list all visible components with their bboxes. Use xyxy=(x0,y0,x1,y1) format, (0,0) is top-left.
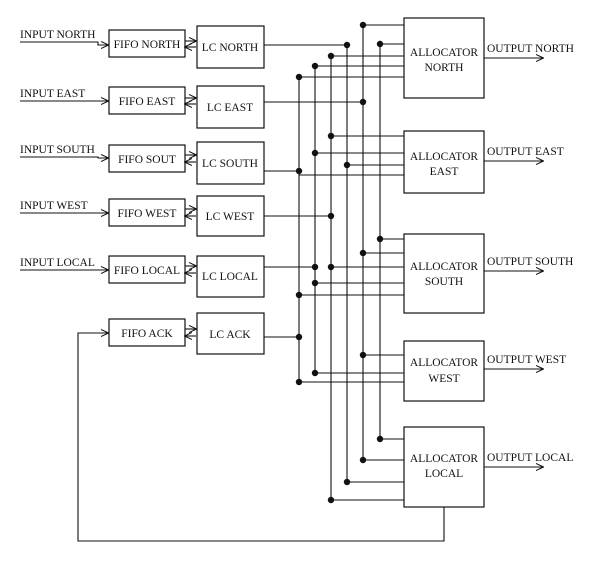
fifo-lc-links xyxy=(185,41,196,336)
input-local-label: INPUT LOCAL xyxy=(20,257,95,269)
input-north-label: INPUT NORTH xyxy=(20,29,95,41)
input-north-arrow xyxy=(20,42,108,45)
junction-dots xyxy=(295,21,384,504)
lc-east: LC EAST xyxy=(196,85,265,129)
allocator-south: ALLOCATOR SOUTH xyxy=(403,233,485,314)
input-arrows xyxy=(20,42,108,270)
lc-west-label: LC WEST xyxy=(206,211,255,223)
allocator-north: ALLOCATOR NORTH xyxy=(403,17,485,99)
allocator-east-line2: EAST xyxy=(430,166,459,178)
lc-south-label: LC SOUTH xyxy=(202,158,258,170)
output-south-label: OUTPUT SOUTH xyxy=(487,256,573,268)
allocator-west: ALLOCATOR WEST xyxy=(403,340,485,402)
allocator-west-line1: ALLOCATOR xyxy=(410,357,478,369)
lc-ack-label: LC ACK xyxy=(209,329,251,341)
fifo-north: FIFO NORTH xyxy=(108,29,186,58)
allocator-north-line2: NORTH xyxy=(425,62,464,74)
output-arrows xyxy=(484,58,543,467)
bus-to-allocator-wires xyxy=(299,24,404,501)
fifo-local-label: FIFO LOCAL xyxy=(114,265,180,277)
ack-feedback-loop xyxy=(77,333,445,542)
fifo-north-label: FIFO NORTH xyxy=(114,39,181,51)
fifo-ack-label: FIFO ACK xyxy=(121,328,173,340)
allocator-local-line2: LOCAL xyxy=(425,468,463,480)
allocator-south-line2: SOUTH xyxy=(425,276,463,288)
fifo-local: FIFO LOCAL xyxy=(108,255,186,284)
fifo-east-label: FIFO EAST xyxy=(119,96,176,108)
bus-lines xyxy=(298,25,381,500)
lc-west: LC WEST xyxy=(196,195,265,237)
lc-local-label: LC LOCAL xyxy=(202,271,258,283)
fifo-west-label: FIFO WEST xyxy=(118,208,177,220)
input-east-label: INPUT EAST xyxy=(20,88,85,100)
allocator-local: ALLOCATOR LOCAL xyxy=(403,426,485,508)
output-local-label: OUTPUT LOCAL xyxy=(487,452,573,464)
lc-north: LC NORTH xyxy=(196,25,265,69)
allocator-west-line2: WEST xyxy=(428,373,459,385)
lc-north-label: LC NORTH xyxy=(202,42,259,54)
fifo-ack: FIFO ACK xyxy=(108,318,186,347)
lc-to-bus-wires xyxy=(264,44,363,338)
fifo-east: FIFO EAST xyxy=(108,86,186,115)
input-south-label: INPUT SOUTH xyxy=(20,144,95,156)
lc-ack: LC ACK xyxy=(196,312,265,355)
output-north-label: OUTPUT NORTH xyxy=(487,43,574,55)
allocator-local-line1: ALLOCATOR xyxy=(410,453,478,465)
allocator-east-line1: ALLOCATOR xyxy=(410,151,478,163)
lc-south: LC SOUTH xyxy=(196,141,265,185)
lc-east-label: LC EAST xyxy=(207,102,253,114)
lc-local: LC LOCAL xyxy=(196,255,265,298)
output-east-label: OUTPUT EAST xyxy=(487,146,564,158)
fifo-west: FIFO WEST xyxy=(108,198,186,227)
input-west-label: INPUT WEST xyxy=(20,200,88,212)
output-west-label: OUTPUT WEST xyxy=(487,354,566,366)
allocator-south-line1: ALLOCATOR xyxy=(410,261,478,273)
input-south-arrow xyxy=(20,157,108,158)
fifo-south-label: FIFO SOUT xyxy=(118,154,176,166)
allocator-north-line1: ALLOCATOR xyxy=(410,47,478,59)
allocator-east: ALLOCATOR EAST xyxy=(403,130,485,194)
fifo-south: FIFO SOUT xyxy=(108,144,186,173)
